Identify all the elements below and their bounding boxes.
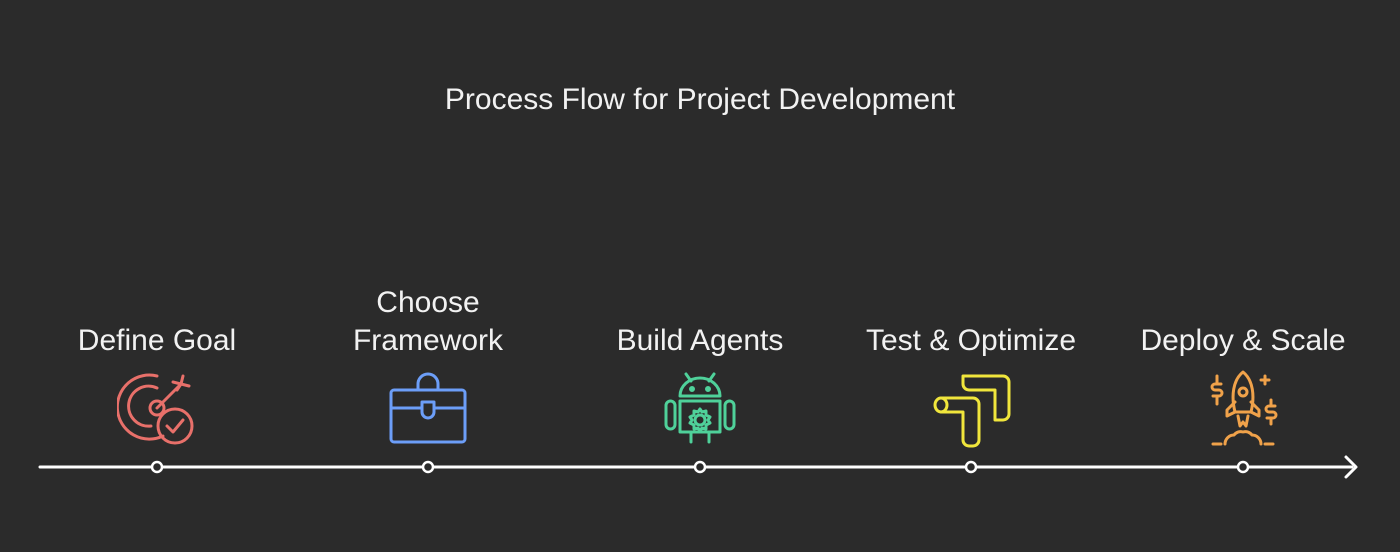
timeline-marker <box>150 460 164 474</box>
step-deploy-scale: Deploy & Scale <box>1113 260 1373 460</box>
toolbox-icon <box>388 368 468 448</box>
step-build-agents: Build Agents <box>570 260 830 460</box>
step-label: Test & Optimize <box>865 324 1077 357</box>
rocket-dollar-icon <box>1203 368 1283 448</box>
timeline-marker <box>693 460 707 474</box>
android-gear-icon <box>660 368 740 448</box>
step-choose-framework: Choose Framework <box>298 260 558 460</box>
step-test-optimize: Test & Optimize <box>841 260 1101 460</box>
step-label: Deploy & Scale <box>1140 324 1346 357</box>
page-title: Process Flow for Project Development <box>444 83 956 116</box>
target-check-icon <box>117 368 197 448</box>
step-define-goal: Define Goal <box>27 260 287 460</box>
arrowhead-icon <box>1344 455 1358 479</box>
step-label: Define Goal <box>77 324 237 357</box>
timeline-marker <box>964 460 978 474</box>
step-label: Choose Framework <box>352 286 503 357</box>
timeline-marker <box>1236 460 1250 474</box>
step-label: Build Agents <box>616 324 784 357</box>
pipe-flow-icon <box>931 368 1011 448</box>
timeline-marker <box>421 460 435 474</box>
